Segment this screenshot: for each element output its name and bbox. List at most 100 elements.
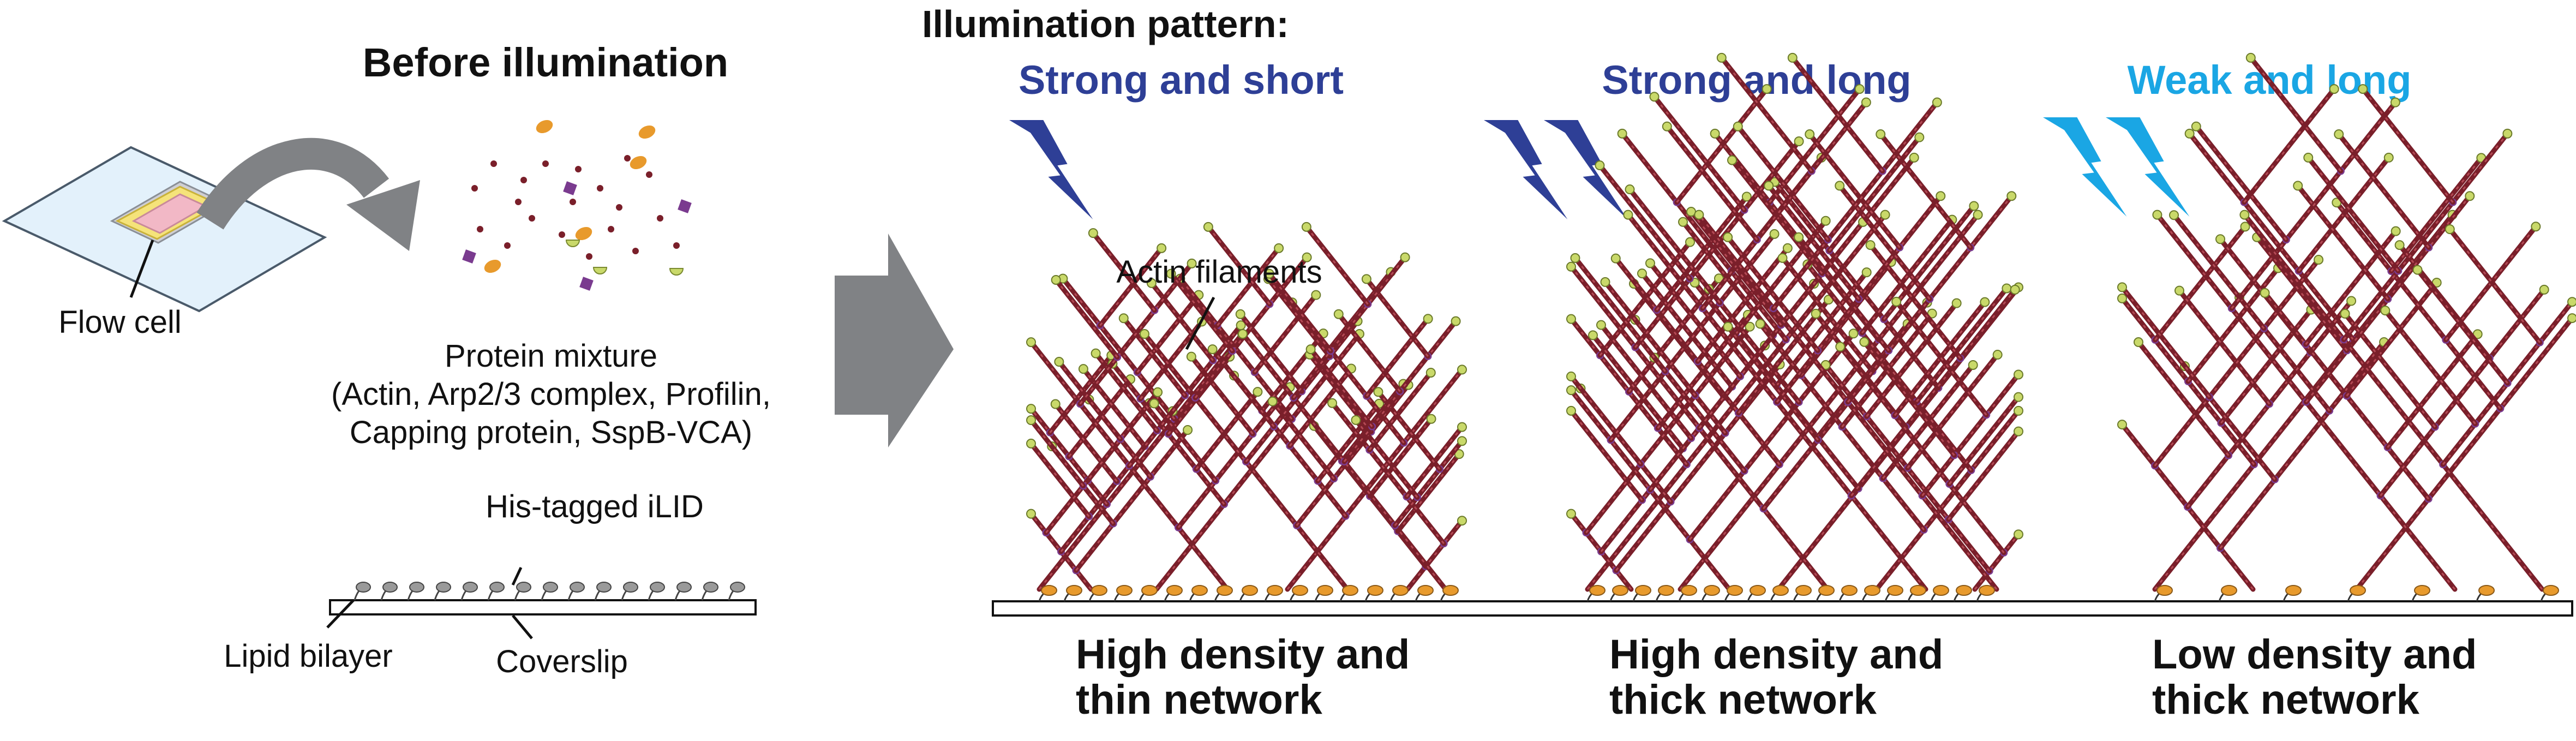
actin-filament-texture — [1656, 196, 1748, 310]
actin-filament-texture — [1570, 266, 1829, 590]
actin-filament — [1152, 401, 1218, 483]
filament-tip — [1617, 128, 1627, 139]
actin-filament-texture — [1782, 257, 1873, 372]
filament-tip — [1423, 314, 1433, 324]
protein-mixture-line2: Capping protein, SspB-VCA) — [350, 415, 752, 450]
filament-tip — [1274, 243, 1284, 253]
actin-filament — [1053, 402, 1119, 484]
ilid-head — [516, 582, 531, 593]
actin-filament — [1098, 246, 1164, 328]
filament-tip — [1238, 329, 1248, 339]
filament-tip — [2240, 222, 2250, 232]
actin-filament-texture — [2336, 202, 2501, 409]
filament-tip — [1848, 328, 1859, 339]
filament-tip — [1610, 253, 1621, 264]
sspb-vca — [2478, 585, 2495, 596]
filament-tip — [1727, 155, 1738, 165]
actin-filament-texture — [1679, 214, 1979, 590]
actin-filament-texture — [1641, 273, 1733, 387]
filament-tip — [1600, 277, 1610, 287]
actin-filament-texture — [1880, 134, 1972, 248]
actin-filament-texture — [2178, 290, 2271, 405]
actin-filament-texture — [2220, 309, 2312, 424]
sspb-vca — [1166, 585, 1183, 596]
lipid-bilayer-label: Lipid bilayer — [224, 638, 393, 674]
filament-tip — [1088, 228, 1098, 238]
filament-tip — [1741, 192, 1752, 202]
actin-filament-texture — [1907, 354, 1998, 469]
filament-tip — [1457, 516, 1467, 526]
filament-tip — [1183, 425, 1193, 435]
filament-tip — [1645, 258, 1655, 268]
filament-tip — [1835, 181, 1845, 191]
filament-tip — [2293, 181, 2303, 191]
lightning-bolt — [2106, 117, 2190, 217]
filament-tip — [2245, 52, 2256, 63]
actin-filament-texture — [2121, 286, 2210, 398]
result-line1-strong-short: High density and — [1076, 631, 1410, 678]
actin-filament-texture — [1792, 57, 1884, 172]
filament-tip — [1662, 121, 1672, 132]
filament-tip — [2014, 426, 2023, 437]
actin-monomer — [529, 215, 535, 222]
filament-tip — [1969, 201, 1979, 211]
sspb-vca — [1887, 585, 1903, 596]
filament-tip — [2391, 226, 2401, 236]
filament-tip — [1054, 357, 1064, 367]
actin-filaments-label: Actin filaments — [1116, 254, 1322, 290]
actin-filament — [1194, 389, 1260, 472]
filament-tip — [1203, 222, 1213, 232]
lightning-bolts-icon — [2043, 117, 2190, 217]
filament-tip — [2412, 265, 2423, 275]
lightning-bolt — [1009, 120, 1093, 219]
actin-filament-texture — [1030, 408, 1108, 505]
ilid-head — [676, 582, 692, 593]
sspb-vca — [1979, 585, 1995, 596]
sspb-vca — [1041, 585, 1057, 596]
actin-filament-texture — [1949, 396, 2020, 485]
actin-filament-texture — [2449, 229, 2541, 343]
actin-filament-texture — [2343, 133, 2508, 340]
actin-filament — [1093, 351, 1160, 433]
result-line2-weak-long: thick network — [2152, 677, 2420, 723]
filament-tip — [2346, 296, 2357, 306]
actin-filament-texture — [1030, 420, 1084, 487]
filament-tip — [1876, 129, 1886, 140]
actin-filament-texture — [1774, 181, 1939, 389]
actin-filament-texture — [1769, 88, 1860, 203]
filament-tip — [1451, 316, 1461, 326]
actin-filament-texture — [1242, 333, 1447, 590]
filament-tip — [1678, 217, 1688, 227]
actin-monomer — [597, 185, 603, 192]
filament-tip — [2133, 337, 2143, 348]
ilid-head — [623, 582, 638, 593]
actin-filament-texture — [2137, 342, 2230, 456]
actin-monomer — [559, 231, 565, 238]
sspb-vca — [1658, 585, 1674, 596]
actin-filament-texture — [2231, 101, 2397, 309]
actin-filament-texture — [1850, 289, 2016, 497]
filament-tip — [1305, 344, 1316, 355]
sspb-vca — [1342, 585, 1358, 596]
ilid-head — [730, 582, 745, 593]
filament-tip — [1566, 385, 1576, 396]
actin-filament-texture — [2417, 269, 2508, 384]
ilid-head — [463, 582, 478, 593]
filament-tip — [1745, 321, 1755, 332]
arp-complex — [678, 199, 692, 213]
actin-monomer — [624, 155, 631, 162]
actin-network-low-density-thick — [2117, 52, 2576, 592]
sspb-vca — [1727, 585, 1743, 596]
filament-tip — [2539, 284, 2549, 295]
filament-tip — [2502, 128, 2513, 139]
filament-tip — [1566, 405, 1576, 416]
sspb-vca — [2156, 585, 2173, 596]
filament-tip — [2531, 222, 2541, 232]
sspb-vca — [1267, 585, 1283, 596]
filament-tip — [2260, 288, 2270, 298]
filament-tip — [1891, 296, 1902, 307]
filament-tip — [1207, 344, 1218, 355]
sspb-vca — [1141, 585, 1158, 596]
sspb-vca — [1367, 585, 1383, 596]
filament-tip — [1302, 252, 1312, 262]
